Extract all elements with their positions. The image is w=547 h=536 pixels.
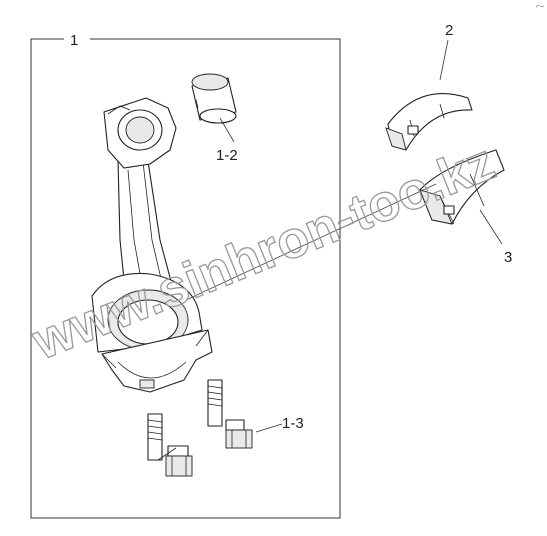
label-bushing: 1-2 (216, 147, 238, 164)
corner-mark: ⌐– (536, 3, 544, 10)
rod-bolt-right (207, 379, 253, 449)
bushing (191, 73, 237, 124)
label-bearing-upper: 2 (445, 22, 453, 39)
alignment-line (185, 183, 437, 301)
connecting-rod (91, 97, 213, 393)
bearing-shell-lower (419, 149, 505, 225)
label-bearing-lower: 3 (504, 249, 512, 266)
label-bolts: 1-3 (282, 415, 304, 432)
assembly-frame (30, 38, 341, 519)
leader-bearing-lower (479, 209, 503, 245)
rod-bolt-left (147, 413, 193, 477)
watermark: www.sinhron-too.kz (24, 133, 503, 371)
leader-bearing-upper (439, 39, 449, 81)
leader-bushing (219, 117, 235, 143)
leader-bolts (255, 423, 283, 433)
label-assembly: 1 (70, 32, 78, 49)
bearing-shell-upper (385, 93, 473, 151)
